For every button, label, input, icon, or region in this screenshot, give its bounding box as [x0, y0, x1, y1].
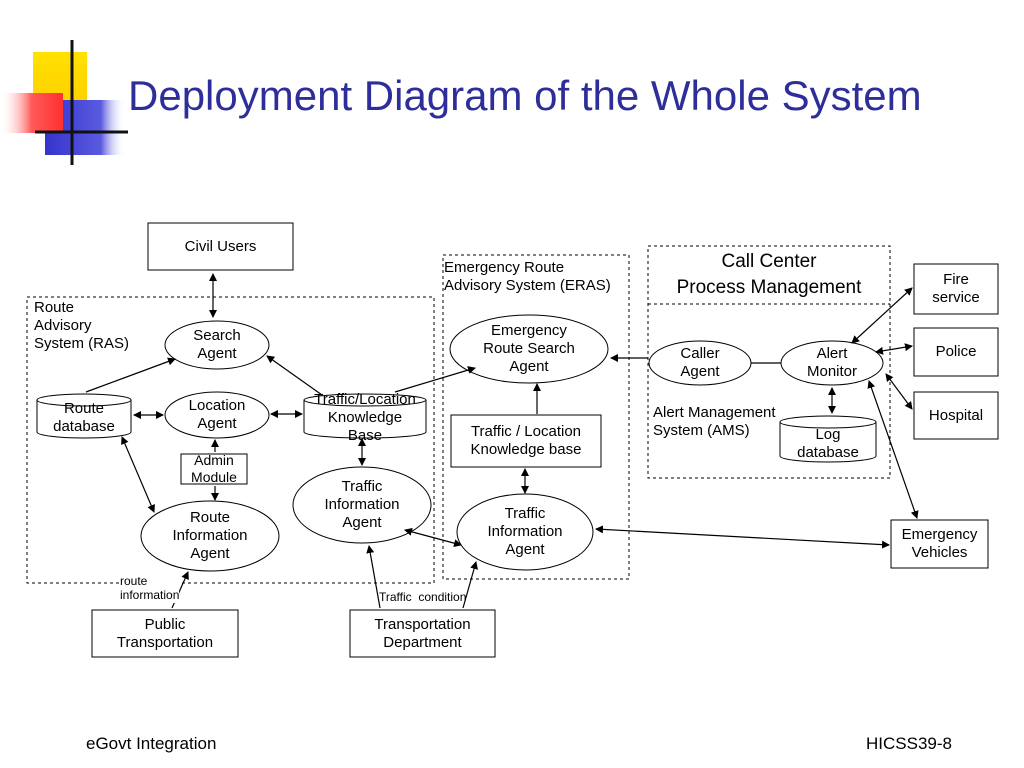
- route-database-route-info-agent-link: [121, 436, 155, 513]
- kb-emergency-route-search-link: [394, 366, 476, 393]
- footer-left: eGovt Integration: [86, 734, 217, 753]
- admin-module-label: Admin Module: [191, 452, 237, 485]
- emergency-vehicles-box: [890, 519, 989, 569]
- footer-right: HICSS39-8: [866, 734, 952, 753]
- police-box: [913, 327, 999, 377]
- kb-search-agent-link: [266, 355, 323, 396]
- transportation-department-label: Transportation Department: [374, 615, 471, 651]
- alert-monitor-police-link: [875, 343, 913, 355]
- emergency-vehicles-label: Emergency Vehicles: [901, 526, 978, 561]
- police-label: Police: [935, 343, 977, 360]
- public-transportation-label: Public Transportation: [116, 615, 214, 651]
- emergency-route-search-agent-ellipse: [449, 314, 609, 384]
- route-info-agent-label: Route Information Agent: [172, 509, 248, 562]
- ras-group-label: Route Advisory System (RAS): [34, 299, 130, 352]
- traffic-info-agent-ras-label: Traffic Information Agent: [324, 478, 400, 531]
- traffic-location-kb-top: [303, 393, 427, 407]
- traffic-info-agents-link: [404, 527, 462, 548]
- traffic-info-agent-ras-ellipse: [292, 466, 432, 544]
- route-database-search-agent-link: [85, 357, 176, 393]
- ras-group-frame: [26, 296, 435, 584]
- traffic-location-kb-label: Traffic/Location Knowledge Base: [314, 391, 416, 444]
- alert-monitor-fire-service-link: [851, 287, 913, 344]
- hospital-label: Hospital: [928, 406, 984, 424]
- location-agent-label: Location Agent: [188, 397, 246, 432]
- fire-service-box: [913, 263, 999, 315]
- route-database-label: Route database: [53, 400, 115, 435]
- call-center-frame: [647, 245, 891, 479]
- location-agent-ellipse: [164, 391, 270, 439]
- public-transportation-box: [91, 609, 239, 658]
- ams-group-label: Alert Management System (AMS): [653, 404, 776, 439]
- hospital-box: [913, 391, 999, 440]
- route-database-top: [36, 393, 132, 407]
- civil-users-box: [147, 222, 294, 271]
- civil-users-label: Civil Users: [184, 237, 257, 255]
- traffic-condition-edge-label: Traffic condition: [379, 590, 467, 604]
- traffic-info-agent-eras-label: Traffic Information Agent: [487, 505, 563, 558]
- corner-logo: [0, 40, 128, 165]
- route-info-agent-ellipse: [140, 500, 280, 572]
- transportation-dept-traffic-info-eras-link: [462, 561, 478, 609]
- emergency-route-search-agent-label: Emergency Route Search Agent: [483, 322, 575, 375]
- transportation-dept-traffic-info-ras-link: [366, 545, 381, 609]
- alert-monitor-emergency-vehicles-link: [867, 380, 919, 519]
- eras-group-frame: [442, 254, 630, 580]
- traffic-location-kb-eras-label: Traffic / Location Knowledge base: [470, 423, 582, 458]
- traffic-location-kb-eras-box: [450, 414, 602, 468]
- caller-agent-label: Caller Agent: [680, 345, 720, 380]
- route-database-cylinder: [36, 400, 132, 439]
- slide-title: Deployment Diagram of the Whole System: [128, 72, 922, 119]
- alert-monitor-label: Alert Monitor: [806, 345, 858, 380]
- log-database-label: Log database: [797, 426, 859, 461]
- search-agent-ellipse: [164, 320, 270, 370]
- eras-group-label: Emergency Route Advisory System (ERAS): [444, 259, 611, 294]
- traffic-info-eras-emergency-vehicles-link: [595, 525, 890, 549]
- route-information-edge-label: route information: [120, 574, 180, 603]
- transportation-department-box: [349, 609, 496, 658]
- alert-monitor-hospital-link: [885, 373, 913, 410]
- fire-service-label: Fire service: [932, 271, 980, 306]
- search-agent-label: Search Agent: [193, 327, 241, 362]
- call-center-label: Call Center Process Management: [676, 251, 862, 299]
- admin-module-box: [180, 453, 248, 485]
